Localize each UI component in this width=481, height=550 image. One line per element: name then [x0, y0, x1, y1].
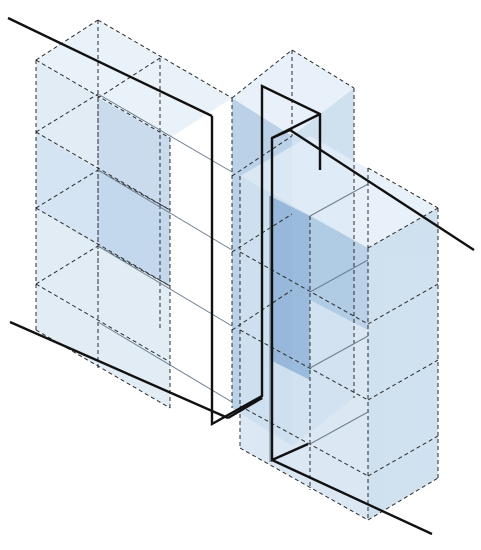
edge [97, 321, 233, 403]
conductor-mid-link [227, 396, 263, 420]
edge [35, 59, 171, 139]
edge [97, 19, 233, 99]
left-slab-edges [35, 19, 233, 409]
left-slab-inner-band-1 [98, 98, 170, 210]
edge [35, 19, 99, 61]
edge [35, 131, 171, 211]
edge [231, 49, 293, 99]
edge [35, 93, 99, 133]
edge [239, 447, 369, 521]
edge [35, 283, 171, 363]
edge [97, 57, 161, 99]
right-slab-side-face [368, 208, 438, 520]
conductor-bottom-line [9, 320, 229, 420]
conductor-loop-right [270, 112, 321, 462]
left-slab-inner-band-3 [98, 170, 170, 286]
right-slab-deep-band [270, 196, 310, 380]
conductor-top-line [7, 16, 213, 118]
edge [35, 207, 171, 287]
edge [97, 169, 233, 251]
edge [309, 411, 369, 445]
edge [35, 329, 171, 409]
edge [309, 335, 369, 369]
edge [291, 49, 355, 89]
conductor-inner-riser [271, 128, 291, 140]
right-slab-top-face [240, 136, 438, 248]
edge [35, 245, 99, 285]
edge [309, 259, 369, 293]
edge [97, 93, 233, 173]
edge [35, 169, 99, 209]
edge [97, 245, 233, 327]
conductor-path [7, 16, 475, 536]
conductor-loop-left [210, 84, 322, 427]
edge [239, 405, 369, 477]
conductor-bottom-right-line [271, 458, 433, 536]
edge [309, 183, 369, 217]
conductor-right-upper-line [289, 128, 475, 252]
